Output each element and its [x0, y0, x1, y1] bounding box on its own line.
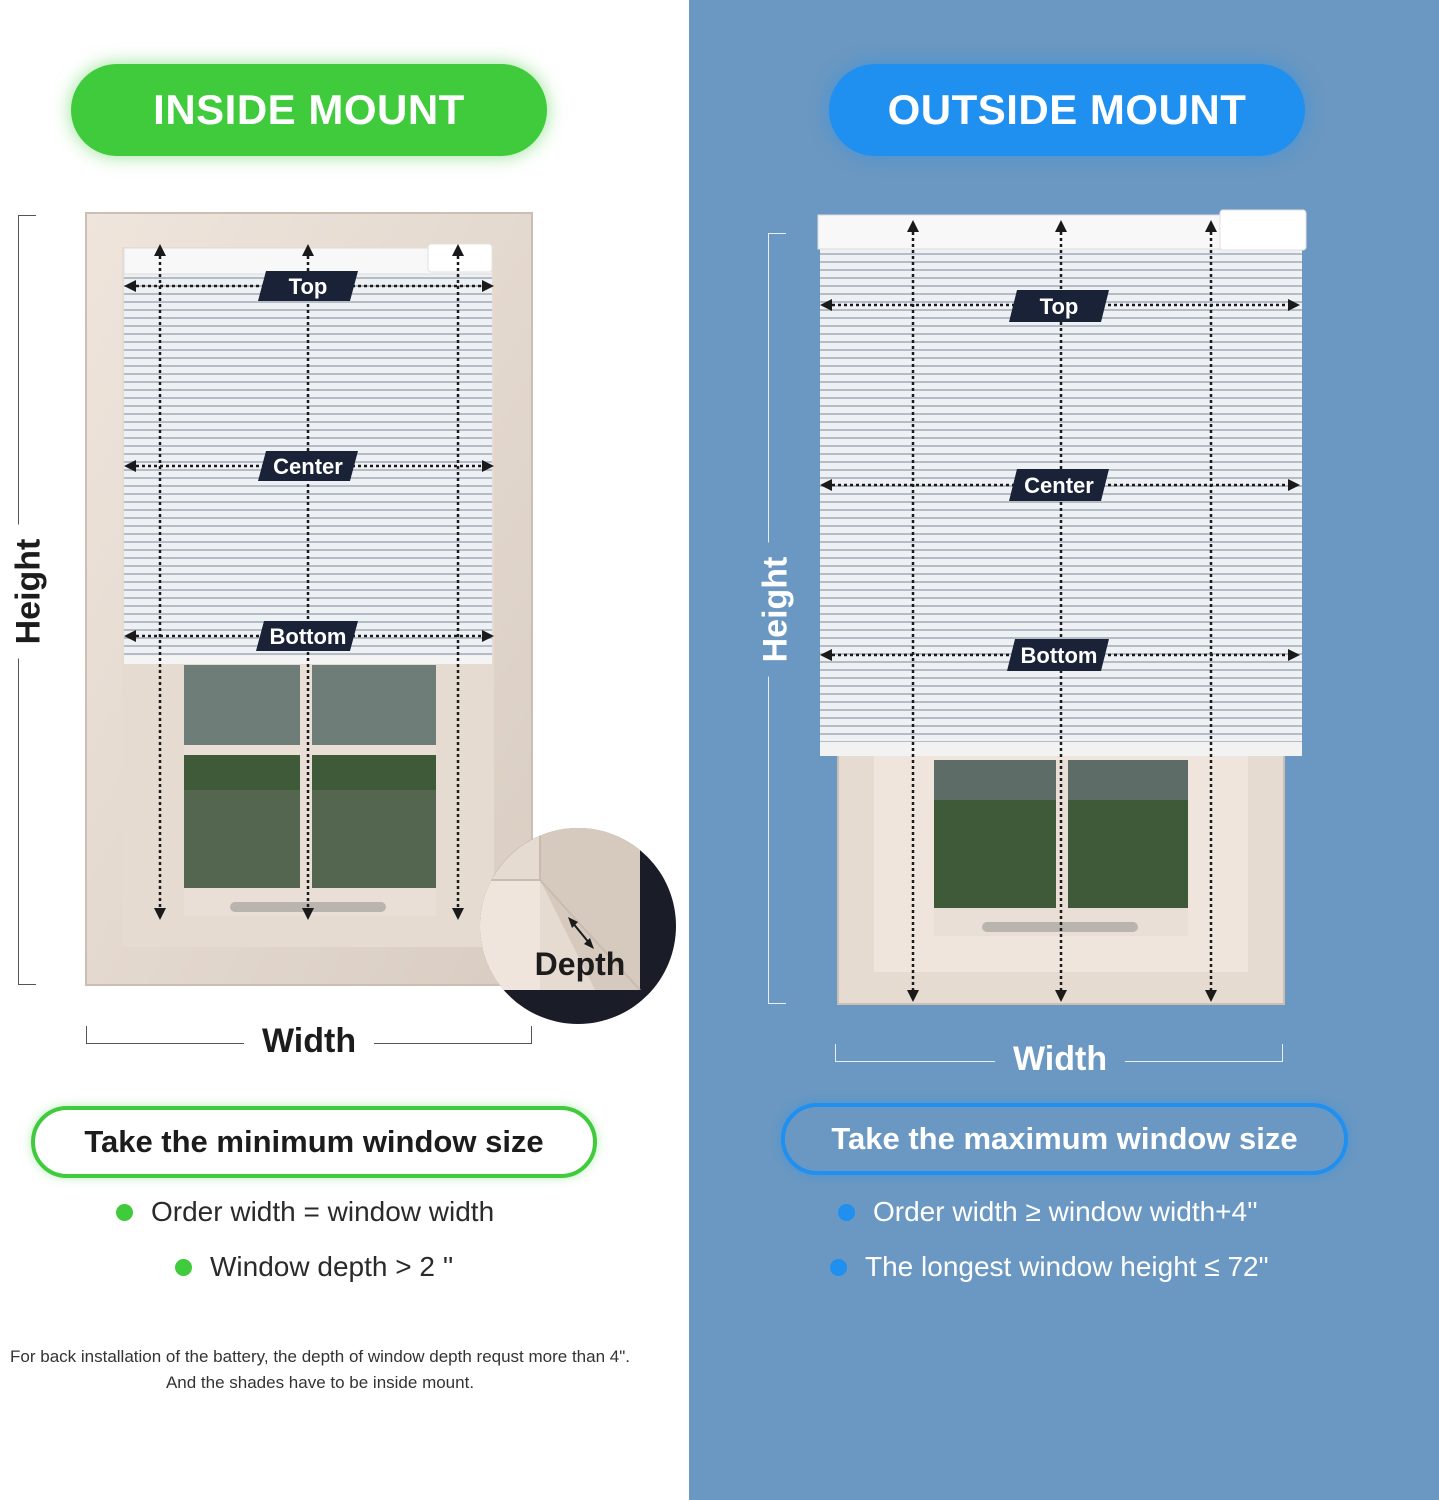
- green-dot-icon: [175, 1258, 192, 1276]
- outside-tag-top: Top: [1009, 290, 1109, 322]
- inside-width-label: Width: [244, 1022, 375, 1061]
- inside-tag-center-label: Center: [273, 454, 343, 479]
- outside-tag-top-label: Top: [1040, 294, 1079, 319]
- outside-width-label: Width: [995, 1040, 1126, 1079]
- outside-bullet-1-text: Order width ≥ window width+4'': [873, 1196, 1258, 1227]
- inside-bullet-1-text: Order width = window width: [151, 1196, 495, 1227]
- battery-installation-note: For back installation of the battery, th…: [10, 1347, 630, 1392]
- inside-mount-title: INSIDE MOUNT: [71, 64, 547, 156]
- outside-height-label: Height: [756, 542, 796, 677]
- inside-tag-bottom: Bottom: [256, 621, 358, 651]
- inside-tag-top-label: Top: [289, 274, 328, 299]
- outside-window-illustration: Top Center Bottom: [817, 209, 1307, 1005]
- depth-label: Depth: [535, 946, 626, 982]
- outside-tag-bottom: Bottom: [1007, 639, 1109, 671]
- inside-tag-bottom-label: Bottom: [270, 624, 347, 649]
- green-dot-icon: [116, 1203, 133, 1221]
- inside-tag-center: Center: [258, 451, 358, 481]
- inside-height-label: Height: [9, 524, 49, 659]
- depth-inset: Depth: [480, 828, 676, 1024]
- outside-tag-center-label: Center: [1024, 473, 1094, 498]
- inside-tag-top: Top: [258, 271, 358, 301]
- outside-tag-bottom-label: Bottom: [1021, 643, 1098, 668]
- outside-mount-title: OUTSIDE MOUNT: [829, 64, 1305, 156]
- inside-rule-box: Take the minimum window size: [31, 1106, 597, 1178]
- outside-tag-center: Center: [1009, 469, 1109, 501]
- inside-window-illustration: Top Center Bottom Depth: [85, 212, 676, 1024]
- outside-bullet-2-text: The longest window height ≤ 72": [865, 1251, 1269, 1282]
- outside-bullet-1: Order width ≥ window width+4'': [838, 1196, 1258, 1228]
- blue-dot-icon: [838, 1203, 855, 1221]
- inside-bullet-2: Window depth > 2 '': [175, 1251, 453, 1283]
- outside-rule-box: Take the maximum window size: [781, 1103, 1348, 1175]
- outside-bullet-2: The longest window height ≤ 72": [830, 1251, 1269, 1283]
- inside-bullet-2-text: Window depth > 2 '': [210, 1251, 454, 1282]
- blue-dot-icon: [830, 1258, 847, 1276]
- inside-bullet-1: Order width = window width: [116, 1196, 494, 1228]
